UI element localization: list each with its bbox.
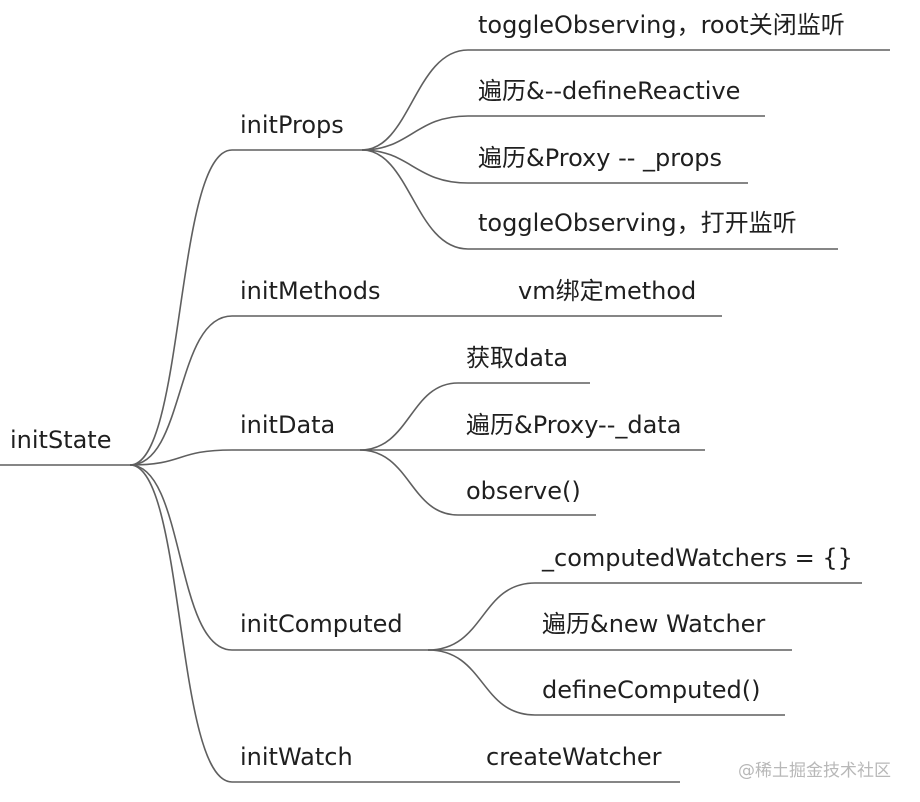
initdata-child-observe: observe()	[466, 477, 581, 505]
edge-root-initmethods	[129, 315, 233, 466]
edge-root-initprops	[129, 149, 233, 466]
branch-initmethods-label: initMethods	[240, 277, 381, 305]
initcomputed-child-define-computed: defineComputed()	[542, 676, 761, 704]
branch-initwatch-label: initWatch	[240, 743, 353, 771]
edge-initprops-child-3	[361, 149, 469, 184]
initcomputed-child-computed-watchers: _computedWatchers = {}	[542, 544, 853, 572]
initprops-child-toggle-on: toggleObserving，打开监听	[478, 209, 797, 237]
branch-initdata-label: initData	[240, 411, 336, 439]
initwatch-child-create-watcher: createWatcher	[486, 743, 662, 771]
initcomputed-child-new-watcher: 遍历&new Watcher	[542, 610, 766, 638]
initprops-child-proxy-props: 遍历&Proxy -- _props	[478, 144, 723, 172]
edge-root-initcomputed	[129, 464, 233, 651]
edge-root-initwatch	[129, 464, 233, 783]
branch-initcomputed-label: initComputed	[240, 610, 403, 638]
edge-initprops-child-1	[361, 49, 469, 151]
edge-initprops-child-4	[361, 149, 469, 250]
initprops-child-define-reactive: 遍历&--defineReactive	[478, 77, 741, 105]
root-node-label: initState	[10, 426, 112, 454]
initmethods-child-bind-method: vm绑定method	[518, 277, 697, 305]
initprops-child-toggle-off: toggleObserving，root关闭监听	[478, 11, 845, 39]
initdata-child-proxy-data: 遍历&Proxy--_data	[466, 411, 682, 439]
edge-initprops-child-2	[361, 115, 469, 151]
edge-initcomputed-child-1	[427, 582, 536, 651]
initdata-child-get-data: 获取data	[466, 344, 569, 372]
watermark-text: @稀土掘金技术社区	[738, 761, 891, 781]
edge-initdata-child-1	[359, 382, 459, 451]
edge-root-initdata	[129, 449, 233, 466]
edge-initdata-child-3	[359, 449, 459, 516]
branch-initprops-label: initProps	[240, 111, 344, 139]
edge-initcomputed-child-3	[427, 649, 536, 716]
